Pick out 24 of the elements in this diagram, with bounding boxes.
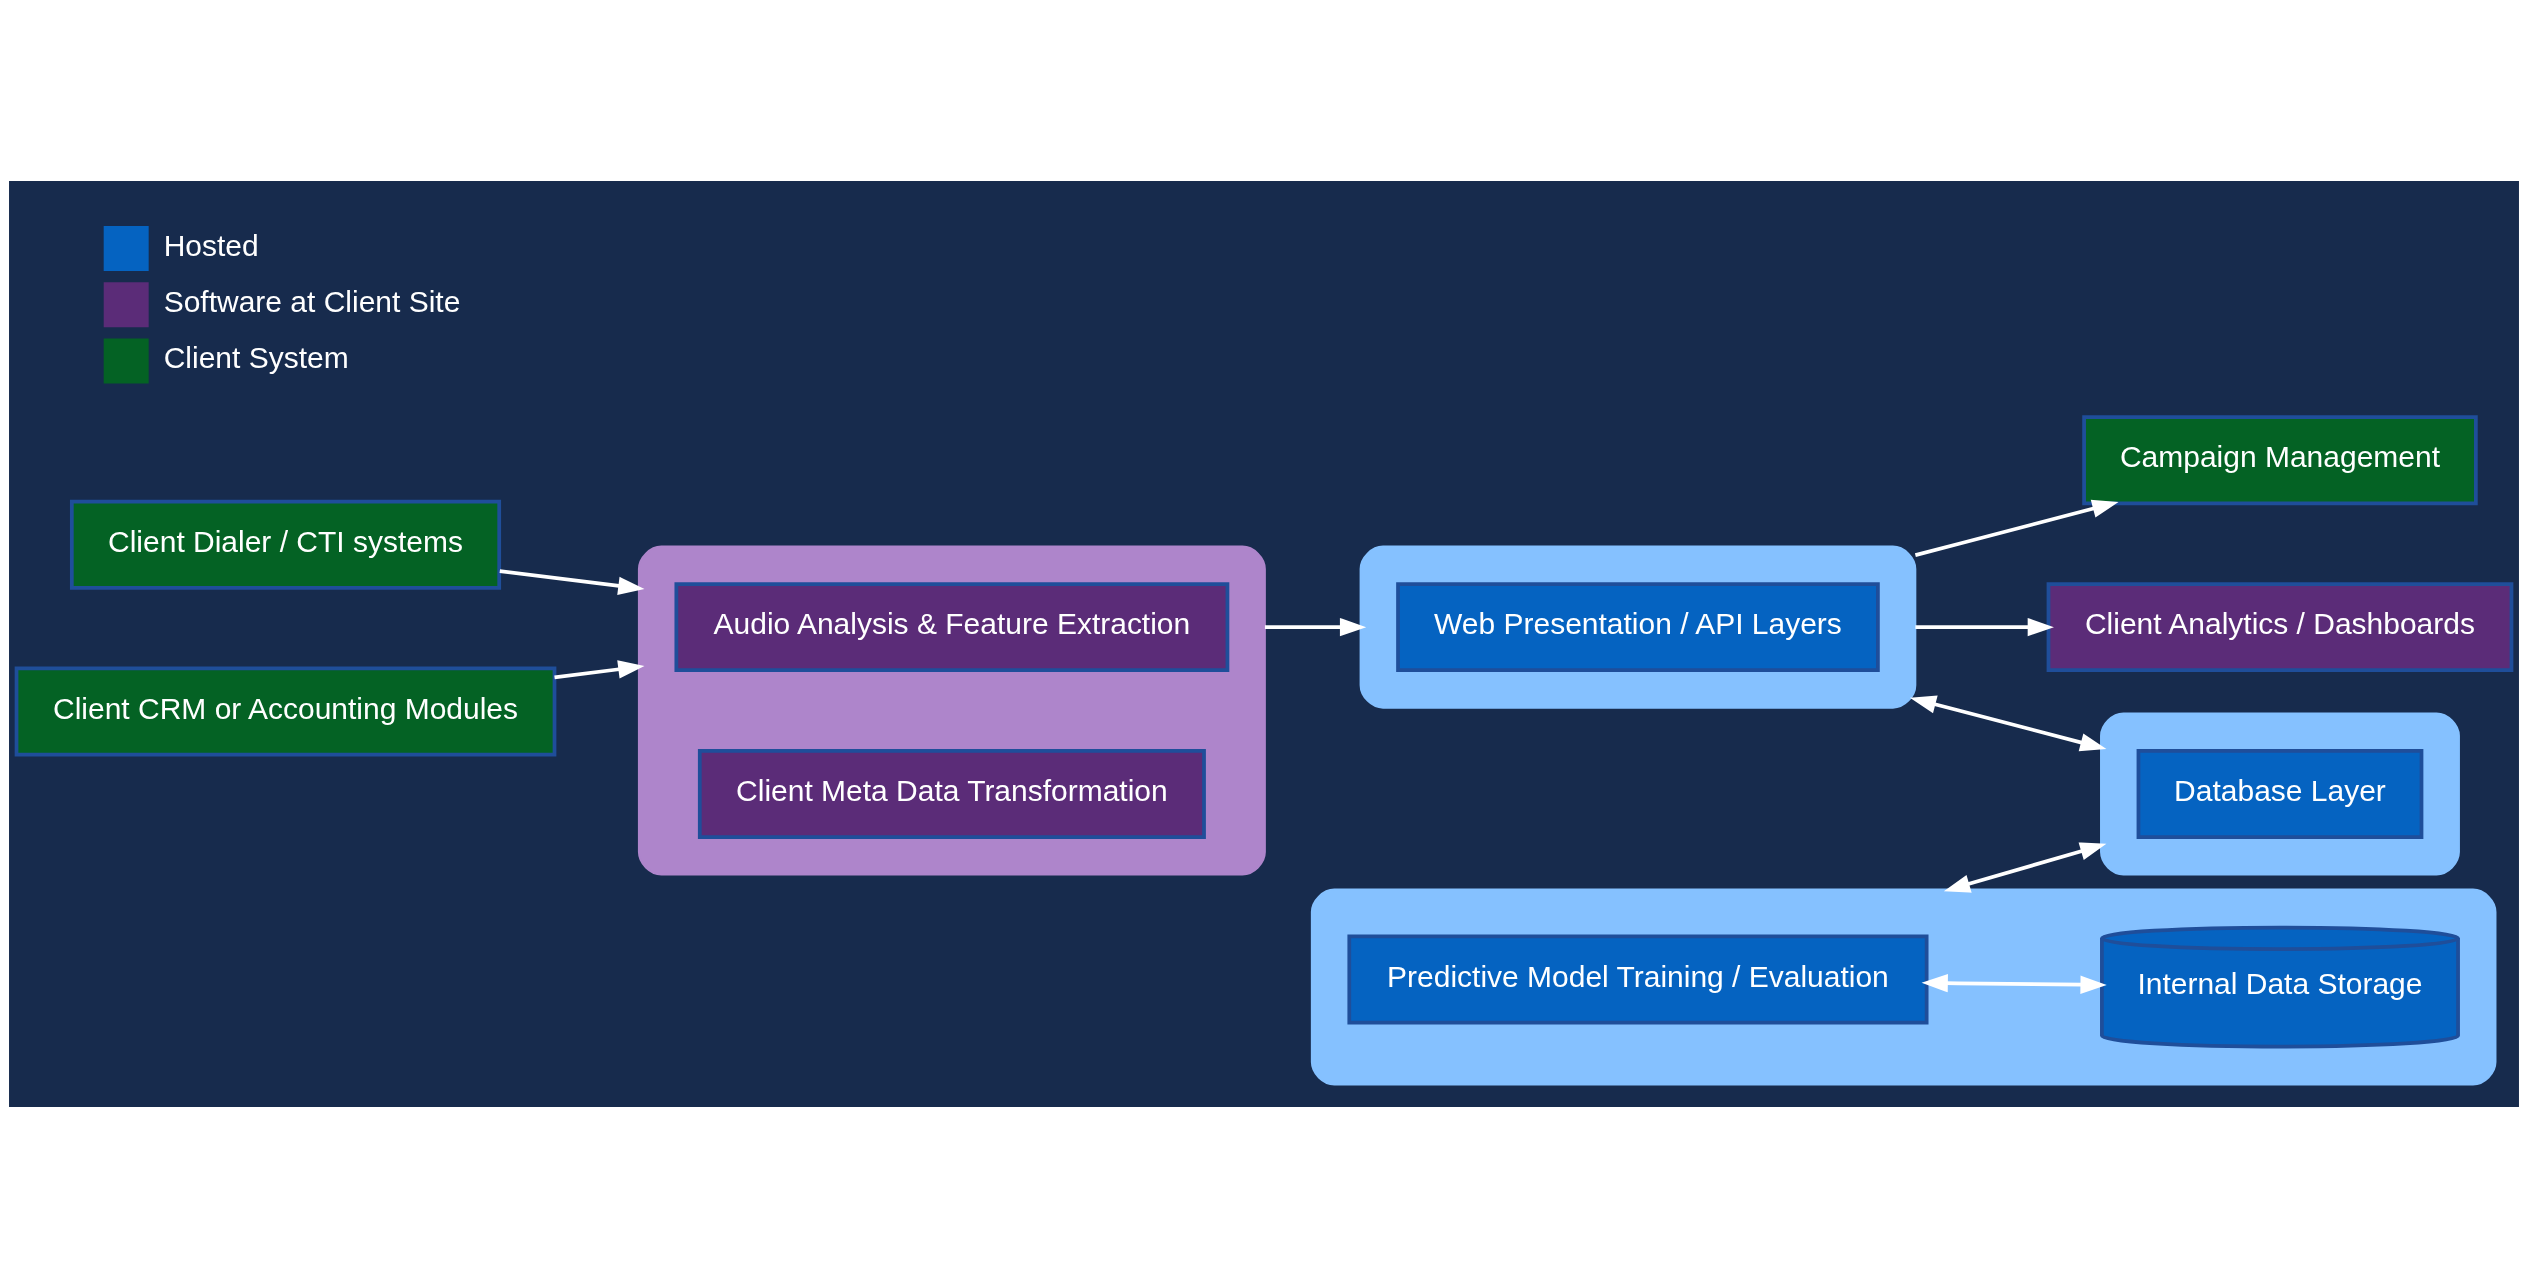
- node-box: Campaign Management: [2082, 415, 2478, 506]
- arrow: [1921, 973, 2107, 994]
- cluster: [2100, 712, 2460, 876]
- arrow: [1909, 695, 2107, 752]
- cluster: [637, 545, 1266, 876]
- node-box: Client Dialer / CTI systems: [69, 499, 502, 590]
- legend-label: Hosted: [163, 228, 259, 262]
- arrow: [1915, 617, 2054, 637]
- node-box: Predictive Model Training / Evaluation: [1347, 934, 1929, 1025]
- arrow: [554, 660, 645, 680]
- arrow: [1943, 842, 2107, 893]
- legend-label: Client System: [163, 341, 349, 375]
- arrow: [1264, 617, 1367, 637]
- legend-label: Software at Client Site: [163, 284, 461, 318]
- node-box: Client CRM or Accounting Modules: [14, 666, 557, 757]
- arrow: [499, 569, 645, 595]
- arrow: [1914, 499, 2119, 557]
- node-box: Client Analytics / Dashboards: [2046, 582, 2514, 673]
- node-box: Database Layer: [2136, 748, 2424, 839]
- node-box: Audio Analysis & Feature Extraction: [674, 582, 1230, 673]
- node-box: Web Presentation / API Layers: [1396, 582, 1880, 673]
- cluster: [1310, 888, 2497, 1086]
- node-box: Client Meta Data Transformation: [697, 748, 1206, 839]
- cluster: [1359, 545, 1917, 709]
